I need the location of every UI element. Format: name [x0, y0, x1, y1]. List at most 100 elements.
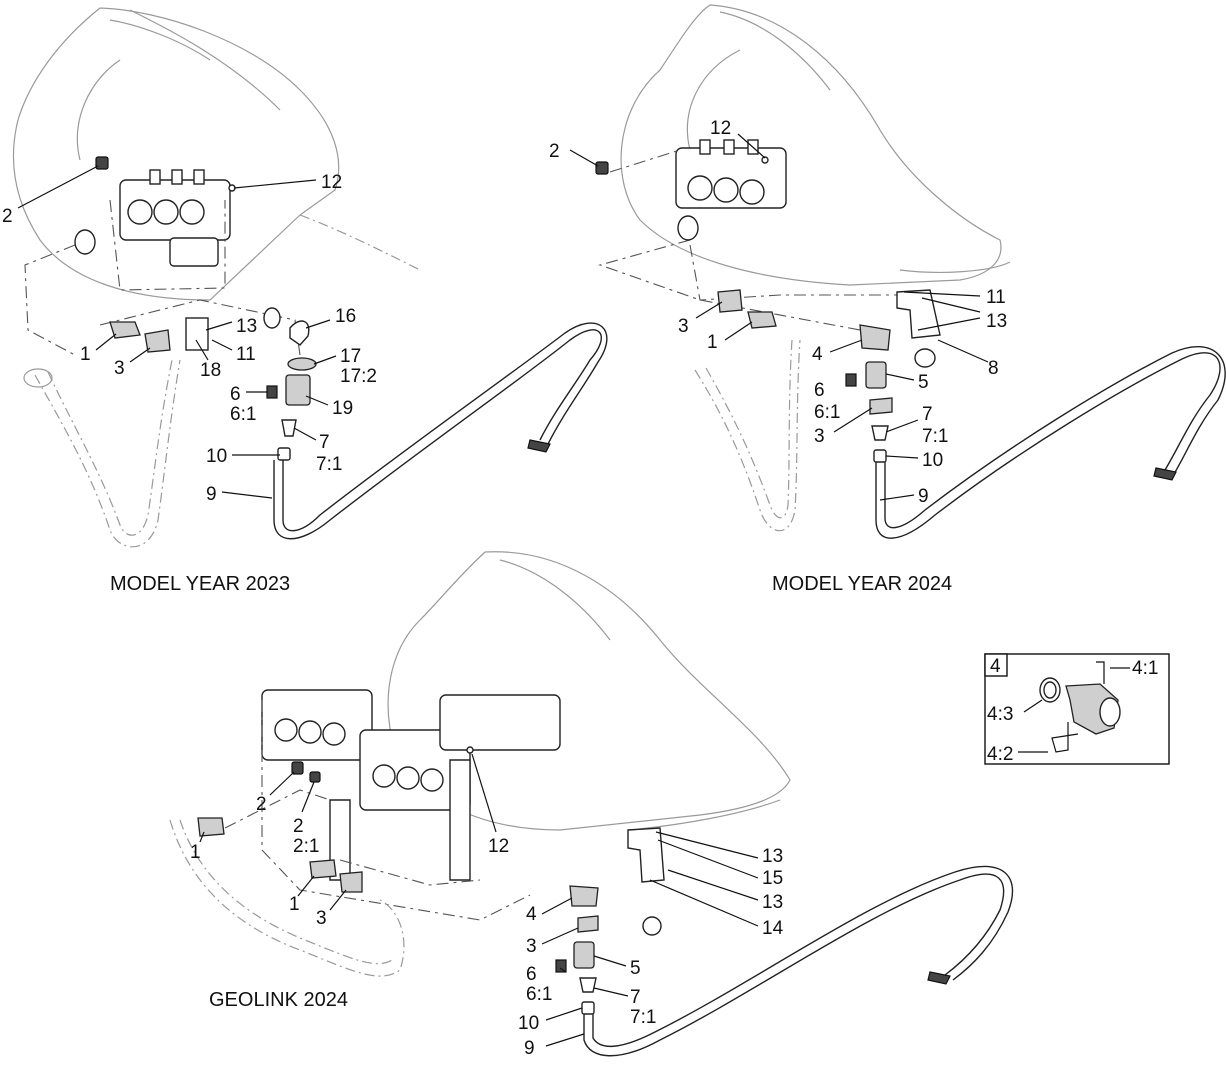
- part-18-bracket: [185, 317, 209, 351]
- view-title: MODEL YEAR 2024: [772, 573, 952, 595]
- callout-label: 13: [236, 316, 257, 337]
- callout-label: 7: [922, 404, 933, 425]
- part-3-coupler: [717, 289, 743, 313]
- callout-label: 16: [335, 306, 356, 327]
- part-3-coupler: [339, 871, 363, 893]
- callout-label: 1: [289, 894, 300, 915]
- part-4-1-clip: [1096, 661, 1105, 684]
- detail-id: 4: [990, 656, 1001, 677]
- ghost-hose: [705, 339, 793, 519]
- part-5-tee: [573, 941, 595, 969]
- part-10-clamp: [277, 447, 291, 461]
- part-12-plug: [466, 746, 474, 754]
- part-14-bracket: [627, 827, 665, 883]
- callout-label: 15: [762, 868, 783, 889]
- part-2-fitting: [595, 161, 609, 175]
- valve-manifold: [119, 169, 231, 267]
- callout-label: 7:1: [630, 1007, 656, 1028]
- part-8-bracket: [896, 289, 941, 339]
- callout-label: 4: [526, 904, 537, 925]
- callout-label: 2: [256, 794, 267, 815]
- callout-label: 1: [190, 842, 201, 863]
- tank-outline: [387, 551, 791, 831]
- part-port-fitting: [642, 916, 662, 936]
- tank-inner: [499, 559, 781, 831]
- part-port-fitting: [263, 307, 281, 329]
- callout-label: 12: [488, 836, 509, 857]
- hose-end-fitting: [527, 439, 551, 453]
- part-10-clamp: [873, 449, 887, 463]
- ghost-hose: [179, 819, 393, 965]
- assembly-line: [261, 700, 531, 921]
- view-title: MODEL YEAR 2023: [110, 573, 290, 595]
- callout-label: 18: [200, 360, 221, 381]
- part-6-clip: [845, 373, 857, 387]
- callout-label: 6:1: [526, 984, 552, 1005]
- part-6-clip: [555, 959, 567, 973]
- view-geolink-2024: 2 2 2:1 1 12 13 15 13 1 3 14 4 3 5 6 7 6…: [169, 551, 1014, 1059]
- callout-label: 6:1: [230, 404, 256, 425]
- ghost-hose: [694, 339, 801, 532]
- callout-label: 8: [988, 358, 999, 379]
- callout-label: 7: [319, 432, 330, 453]
- part-3-coupler: [869, 397, 893, 415]
- part-9-hose: [884, 346, 1226, 529]
- callout-label: 17:2: [340, 366, 377, 387]
- part-3-coupler: [577, 915, 599, 933]
- callout-label: 9: [524, 1038, 535, 1059]
- part-17-gasket: [287, 357, 317, 371]
- part-port-fitting: [74, 229, 96, 255]
- part-2-fitting: [309, 771, 321, 783]
- part-7-nipple: [871, 425, 889, 441]
- callout-label: 1: [707, 332, 718, 353]
- view-model-year-2024: 2 12 11 13 3 1 4 8 6 5 6:1 7 3 7:1 10 9 …: [549, 4, 1226, 595]
- part-1-valve: [309, 859, 337, 879]
- callout-label: 3: [114, 358, 125, 379]
- callout-label: 2: [549, 141, 560, 162]
- part-12-plug: [761, 156, 769, 164]
- callout-label: 4:3: [987, 704, 1013, 725]
- callout-label: 9: [206, 484, 217, 505]
- callout-label: 12: [321, 172, 342, 193]
- callout-label: 6: [814, 380, 825, 401]
- assembly-line: [24, 244, 76, 356]
- callout-label: 13: [986, 311, 1007, 332]
- valve-manifold: [261, 689, 561, 881]
- part-2-fitting: [291, 761, 304, 775]
- leader-lines: [199, 753, 759, 1047]
- part-9-hose: [875, 352, 1221, 539]
- hose-end-fitting: [927, 971, 951, 985]
- hose-end-fitting: [1153, 467, 1177, 481]
- callout-label: 3: [678, 316, 689, 337]
- callout-label: 13: [762, 892, 783, 913]
- tank-inner: [76, 19, 211, 161]
- part-4-elbow: [859, 324, 891, 351]
- callout-label: 14: [762, 918, 784, 939]
- part-9-hose: [282, 322, 608, 532]
- assembly-line: [689, 244, 900, 301]
- part-5-tee: [865, 361, 887, 389]
- callout-label: 11: [986, 287, 1006, 308]
- part-port-fitting: [914, 348, 936, 368]
- callout-label: 10: [206, 446, 227, 467]
- part-10-clamp: [581, 1001, 595, 1015]
- callout-label: 2:1: [293, 836, 319, 857]
- assembly-line: [109, 199, 226, 291]
- detail-view-4: 4 4:1 4:3 4:2: [984, 653, 1170, 765]
- detail-id-box: [984, 653, 1008, 677]
- callout-label: 4:2: [987, 744, 1013, 765]
- assembly-line: [224, 789, 481, 886]
- callout-label: 6: [230, 384, 241, 405]
- callout-label: 2: [2, 206, 13, 227]
- part-2-fitting: [95, 156, 109, 170]
- callout-label: 6: [526, 964, 537, 985]
- callout-label: 3: [526, 936, 537, 957]
- callout-label: 2: [293, 816, 304, 837]
- callout-label: 11: [236, 344, 256, 365]
- tank-inner: [686, 11, 1011, 273]
- part-6-clip: [266, 385, 278, 399]
- callout-label: 4:1: [1132, 658, 1158, 679]
- part-3-coupler: [144, 329, 171, 353]
- callout-label: 6:1: [814, 402, 840, 423]
